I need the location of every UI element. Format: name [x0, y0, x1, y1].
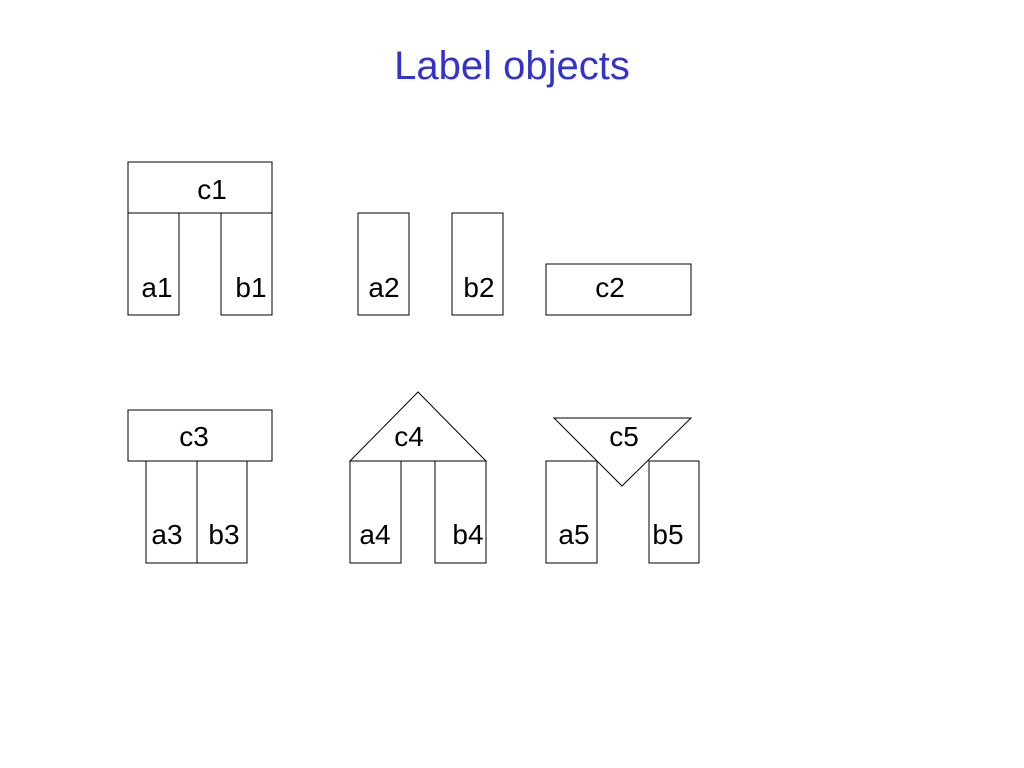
label-c5: c5 [609, 421, 639, 452]
label-a2: a2 [368, 272, 399, 303]
label-a5: a5 [558, 519, 589, 550]
slide-title: Label objects [394, 44, 630, 88]
box-c2 [545, 263, 692, 316]
group-1: c1 a1 b1 [127, 161, 273, 316]
label-b1: b1 [235, 272, 266, 303]
box-c1 [127, 161, 273, 214]
box-b3 [196, 460, 248, 564]
box-a5 [545, 460, 598, 564]
label-a1: a1 [141, 272, 172, 303]
box-a3 [145, 460, 198, 564]
group-3: c3 a3 b3 [127, 409, 273, 564]
box-c3 [127, 409, 273, 462]
label-b3: b3 [208, 519, 239, 550]
label-a3: a3 [151, 519, 182, 550]
label-b4: b4 [452, 519, 483, 550]
label-a4: a4 [359, 519, 390, 550]
box-b4 [434, 460, 487, 564]
box-b1 [220, 212, 273, 316]
group-2: a2 b2 c2 [357, 212, 692, 316]
group-4: c4 a4 b4 [348, 391, 488, 564]
label-c1: c1 [197, 174, 227, 205]
label-b2: b2 [463, 272, 494, 303]
box-a2 [357, 212, 410, 316]
label-c3: c3 [179, 421, 209, 452]
triangle-c5 [552, 417, 693, 487]
box-b2 [451, 212, 504, 316]
box-a1 [127, 212, 180, 316]
box-b5 [648, 460, 700, 564]
box-a4 [349, 460, 402, 564]
label-b5: b5 [652, 519, 683, 550]
group-5: c5 a5 b5 [545, 417, 700, 564]
triangle-c4 [348, 391, 488, 462]
label-c2: c2 [595, 272, 625, 303]
label-c4: c4 [394, 421, 424, 452]
